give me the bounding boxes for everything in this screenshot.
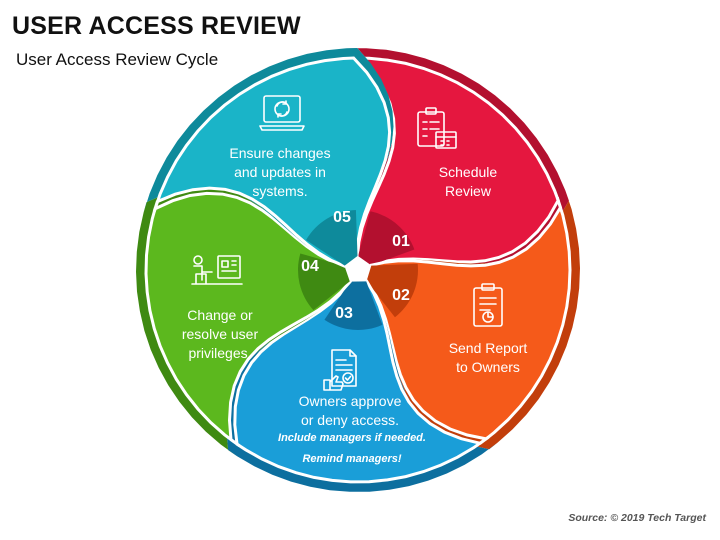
segment-5 [152, 56, 392, 268]
segment-1-hub [358, 211, 415, 266]
source-credit: Source: © 2019 Tech Target [568, 512, 706, 524]
page-title: USER ACCESS REVIEW [12, 12, 301, 40]
step-3-note-1: Include managers if needed. [278, 432, 426, 444]
user-at-desk-icon [191, 255, 243, 285]
segment-3-hub [324, 281, 383, 330]
step-4-number: 04 [301, 258, 319, 275]
step-2-number: 02 [392, 287, 410, 304]
segment-1 [350, 56, 560, 267]
page-subtitle: User Access Review Cycle [16, 50, 219, 69]
segment-5-hub [306, 210, 358, 266]
segment-3 [233, 279, 490, 484]
segment-2 [365, 197, 572, 441]
laptop-update-icon [259, 95, 305, 131]
report-document-icon [473, 283, 503, 327]
step-3-note-2: Remind managers! [302, 453, 402, 465]
step-1-number: 01 [392, 233, 410, 250]
segment-4-hub [298, 253, 350, 311]
segment-2-hub [366, 263, 419, 318]
clipboard-calendar-icon [417, 107, 457, 149]
step-5-number: 05 [333, 209, 351, 226]
approval-document-icon [323, 349, 357, 391]
step-3-number: 03 [335, 305, 353, 322]
